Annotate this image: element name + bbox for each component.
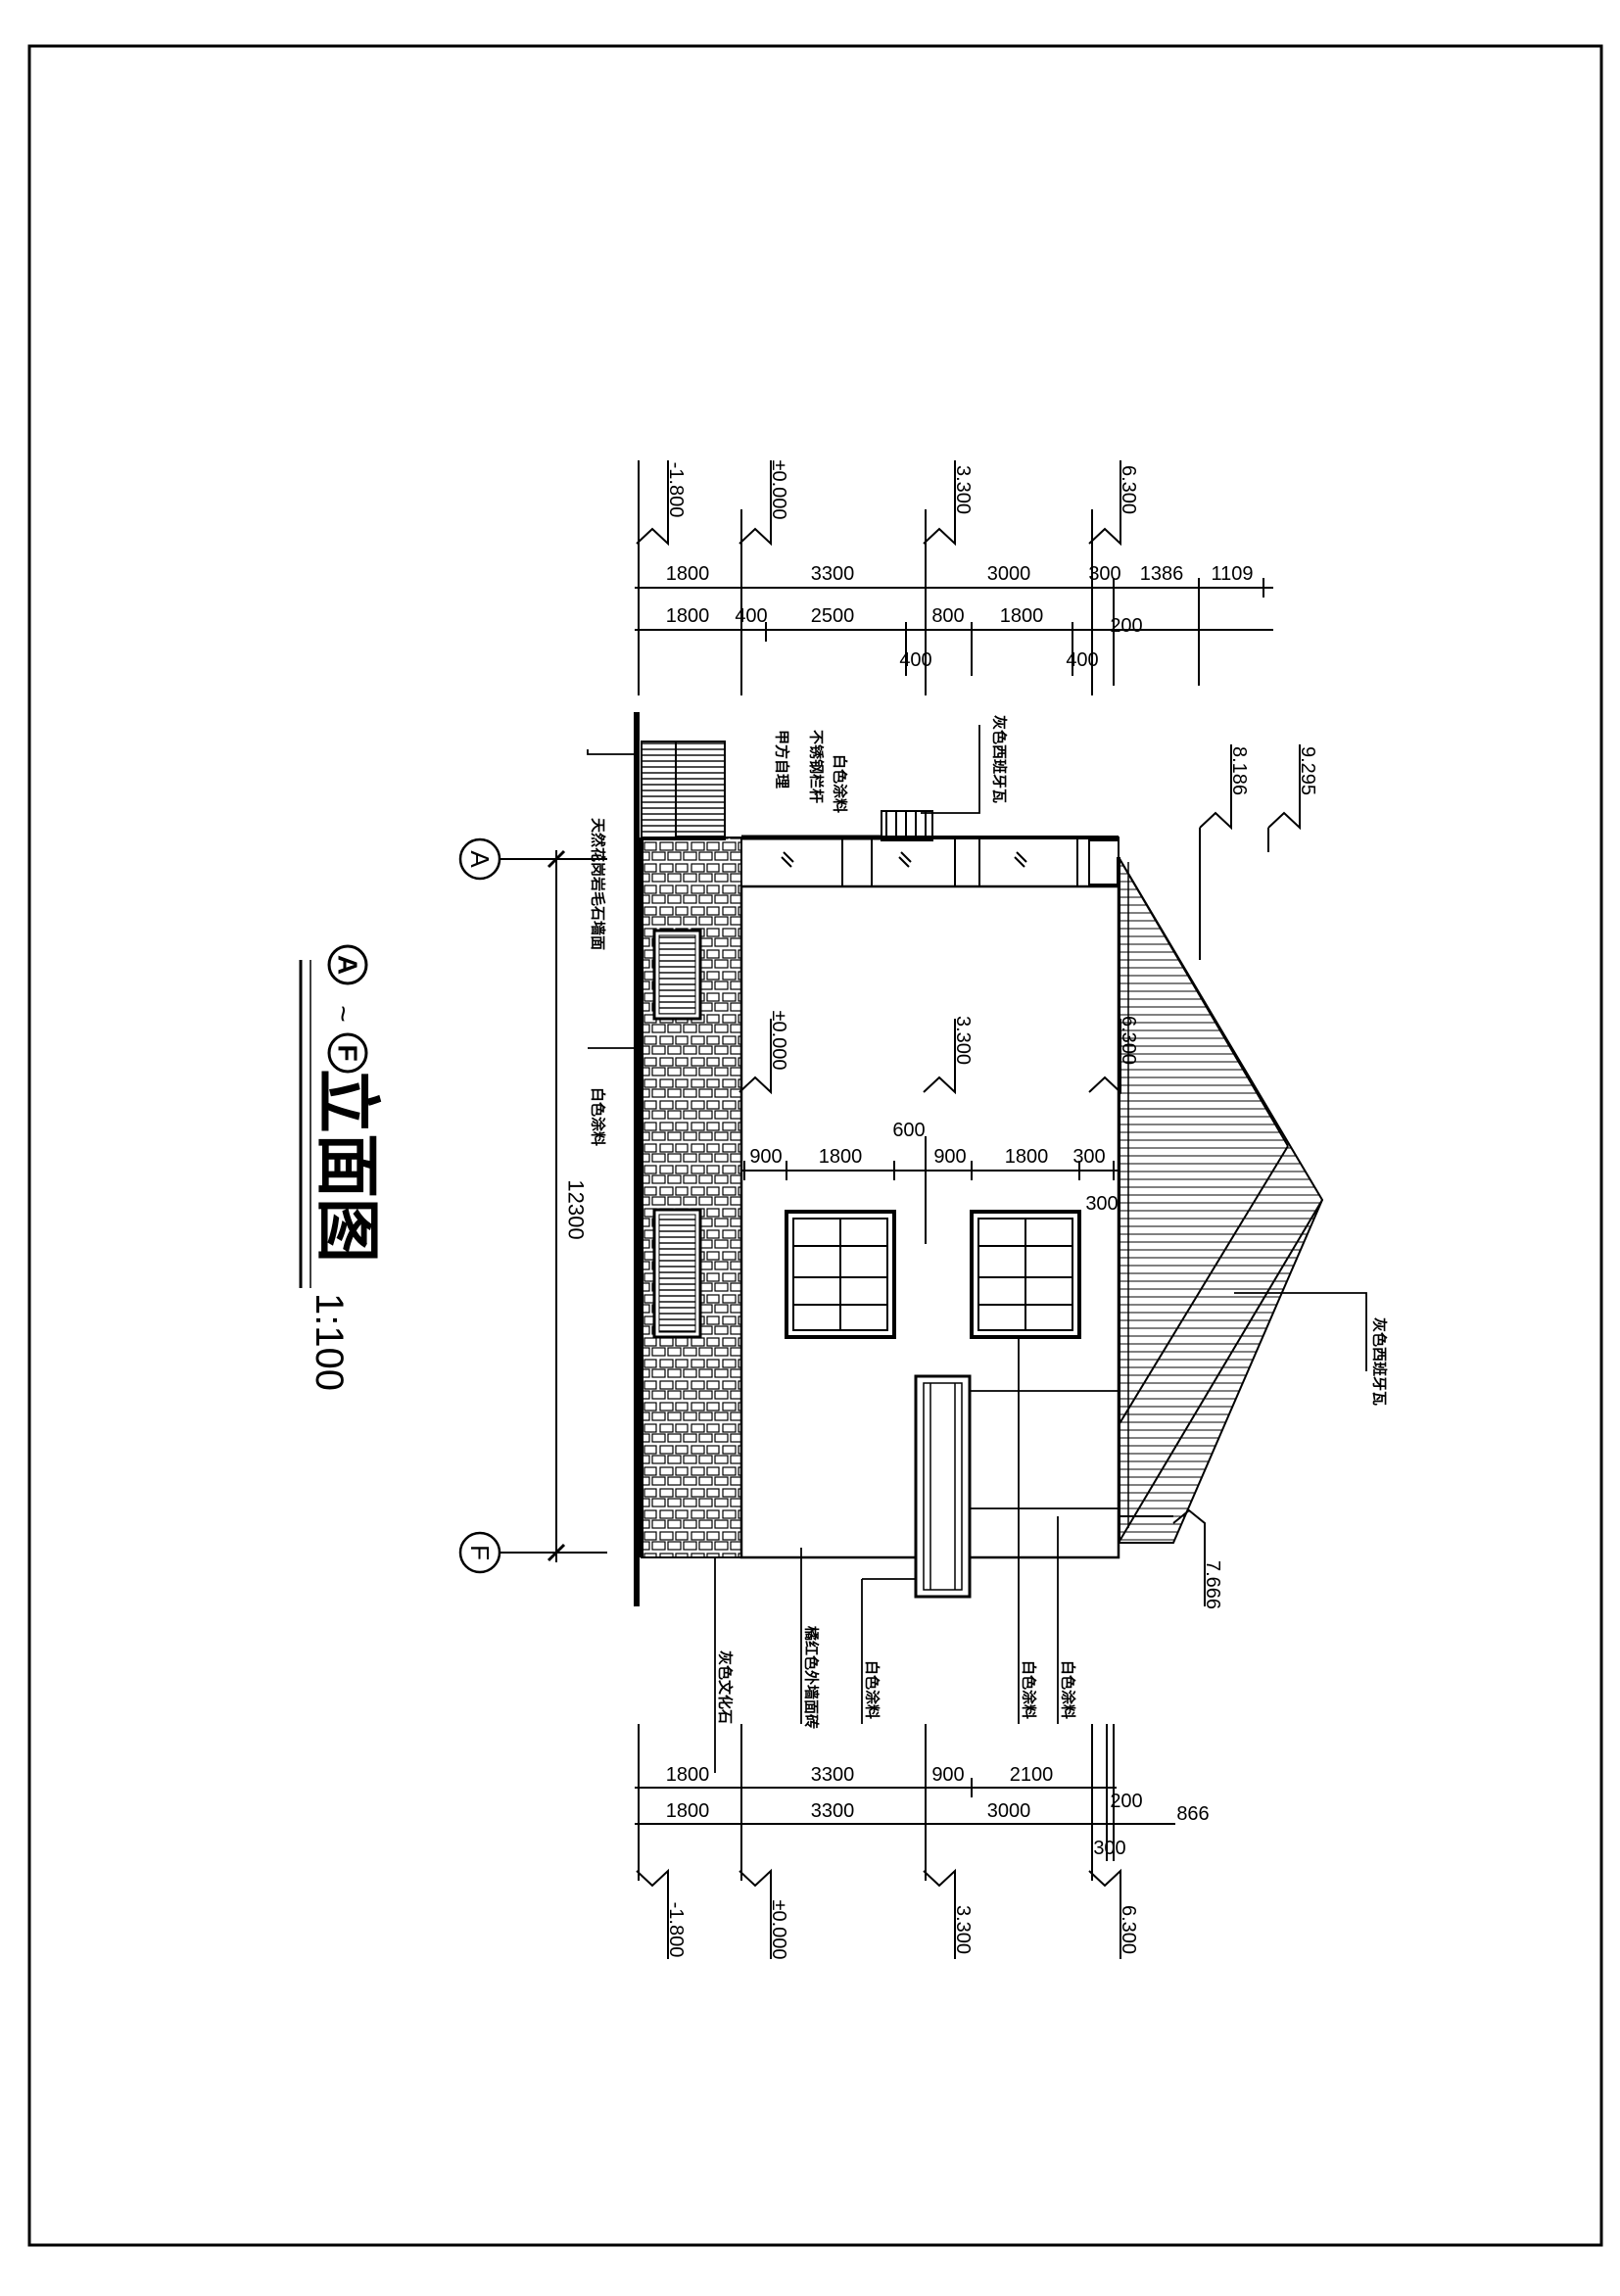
bot-dim-extra: 300 (1093, 1838, 1125, 1859)
note-paint-white-1: 白色涂料 (832, 754, 849, 813)
mid-dim-4: 900 (933, 1146, 966, 1168)
bot-dim-r1-4: 2100 (1010, 1764, 1054, 1786)
roof (1117, 853, 1324, 1544)
eave-level: 7.666 (1202, 1560, 1223, 1609)
mid-dim-6: 300 (1072, 1146, 1105, 1168)
bot-dim-r1-1: 1800 (666, 1764, 710, 1786)
note-roof-tile-right: 灰色西班牙瓦 (1371, 1317, 1389, 1406)
leader-lines (587, 725, 1367, 1773)
note-stainless-railing: 不锈钢栏杆 (808, 730, 826, 803)
top-dim-r2-6: 200 (1110, 615, 1142, 637)
bot-level-4: 6.300 (1118, 1905, 1139, 1954)
top-level-3: 3.300 (952, 465, 974, 514)
mid-dim-1: 900 (749, 1146, 782, 1168)
note-paint-white-4: 白色涂料 (1021, 1660, 1038, 1719)
overall-dimension: 12300 (547, 849, 589, 1562)
top-dim-r1-2: 3300 (811, 563, 855, 585)
top-dim-r2-2: 400 (735, 605, 767, 627)
note-owner-choice: 甲方自理 (774, 730, 791, 789)
bot-dim-r1-3: 900 (931, 1764, 964, 1786)
top-dim-extra-1: 400 (899, 649, 931, 671)
bot-dim-r2-2: 3300 (811, 1800, 855, 1822)
note-wall-paint: 橘红色外墙面砖 (803, 1625, 821, 1729)
mid-level-3: 6.300 (1118, 1016, 1139, 1065)
window-2 (970, 1210, 1081, 1339)
mid-dim-5: 1800 (1005, 1146, 1049, 1168)
mid-dim-3: 600 (892, 1120, 925, 1141)
bottom-dimension-block (635, 1724, 1175, 1959)
axis-marker-a: A (465, 850, 495, 868)
bot-dim-r1-2: 3300 (811, 1764, 855, 1786)
sheet-border (27, 44, 1603, 2247)
top-dimension-block (635, 460, 1273, 695)
title-name: 立面图 (311, 1069, 384, 1263)
top-dim-r1-3: 3000 (987, 563, 1031, 585)
title-axis-to-circle (327, 1032, 368, 1074)
bot-dim-r2-1: 1800 (666, 1800, 710, 1822)
axis-markers: A F (458, 837, 607, 1574)
axis-marker-f: F (465, 1545, 495, 1560)
middle-levels (739, 1019, 1121, 1244)
entry-stairs (641, 741, 726, 840)
overall-length-label: 12300 (564, 1179, 589, 1239)
title-axis-to: F (333, 1044, 363, 1061)
roof-ridge-level: 9.295 (1297, 746, 1318, 795)
note-granite-base: 天然花岗岩毛石墙面 (590, 818, 607, 950)
top-dim-r2-3: 2500 (811, 605, 855, 627)
note-paint-white-2: 白色涂料 (590, 1087, 607, 1146)
base-vent-1 (652, 929, 702, 1021)
bot-dim-r1-5: 200 (1110, 1791, 1142, 1812)
top-dim-r1-1: 1800 (666, 563, 710, 585)
top-dim-r2-1: 1800 (666, 605, 710, 627)
top-dim-r1-6: 1109 (1211, 563, 1253, 585)
bot-level-3: 3.300 (952, 1905, 974, 1954)
mid-level-2: 3.300 (952, 1016, 974, 1065)
top-dim-r2-5: 1800 (1000, 605, 1044, 627)
mid-dim-2: 1800 (819, 1146, 863, 1168)
mid-level-1: ±0.000 (768, 1010, 789, 1070)
title-axis-from: A (333, 955, 363, 975)
title-scale: 1:100 (308, 1293, 351, 1391)
note-paint-white-3: 白色涂料 (864, 1660, 881, 1719)
base-vent-2 (652, 1208, 702, 1339)
top-dim-r1-5: 1386 (1140, 563, 1184, 585)
top-dim-r2-4: 800 (931, 605, 964, 627)
balcony (914, 1374, 972, 1599)
title-axis-from-circle (327, 944, 368, 985)
top-level-2: ±0.000 (768, 459, 789, 519)
top-dim-r1-4: 300 (1088, 563, 1120, 585)
top-dim-extra-2: 400 (1066, 649, 1098, 671)
left-column (740, 836, 1120, 887)
note-roof-tile-top: 灰色西班牙瓦 (991, 715, 1009, 803)
bot-dim-r2-3: 3000 (987, 1800, 1031, 1822)
note-culture-stone: 灰色文化石 (717, 1650, 735, 1724)
roof-upper-level: 8.186 (1228, 746, 1250, 795)
mid-dim-7: 300 (1085, 1193, 1118, 1215)
top-level-1: -1.800 (665, 462, 687, 518)
bot-level-2: ±0.000 (768, 1899, 789, 1959)
bot-dim-r2-4: 866 (1176, 1803, 1209, 1825)
upper-railing (741, 810, 933, 841)
window-1 (785, 1210, 896, 1339)
top-level-4: 6.300 (1118, 465, 1139, 514)
bot-level-1: -1.800 (665, 1902, 687, 1958)
drawing-title: A ~ F 立面图 1:100 (299, 944, 384, 1391)
title-connector: ~ (327, 1005, 359, 1023)
note-paint-white-5: 白色涂料 (1060, 1660, 1077, 1719)
